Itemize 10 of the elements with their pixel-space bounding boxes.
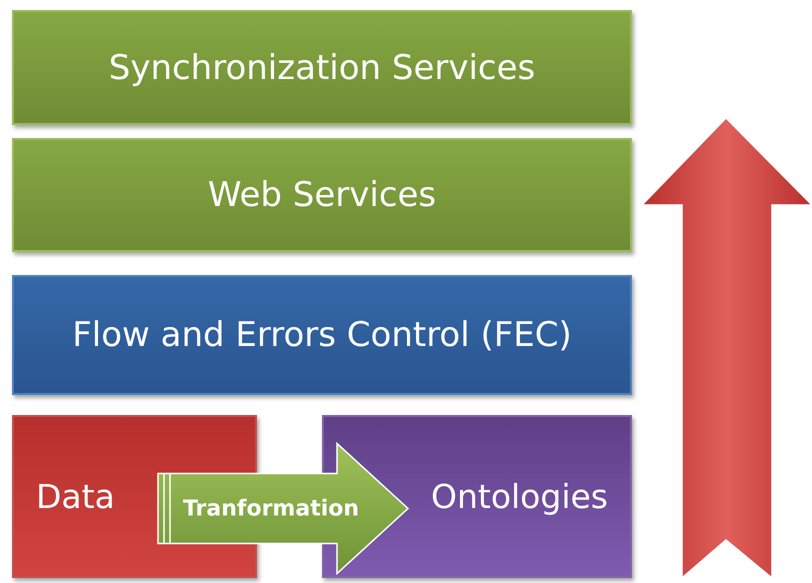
layer-label: Ontologies [431,477,608,516]
layer-label: Flow and Errors Control (FEC) [72,315,572,355]
layer-label: Data [36,477,115,516]
layer-label: Web Services [208,175,436,215]
layer-box [12,275,632,395]
layer-box [12,138,632,252]
block-arrow [157,442,410,576]
edge-label: Tranformation [182,496,360,521]
layer-label: Synchronization Services [108,48,536,88]
layer-box [12,10,632,125]
